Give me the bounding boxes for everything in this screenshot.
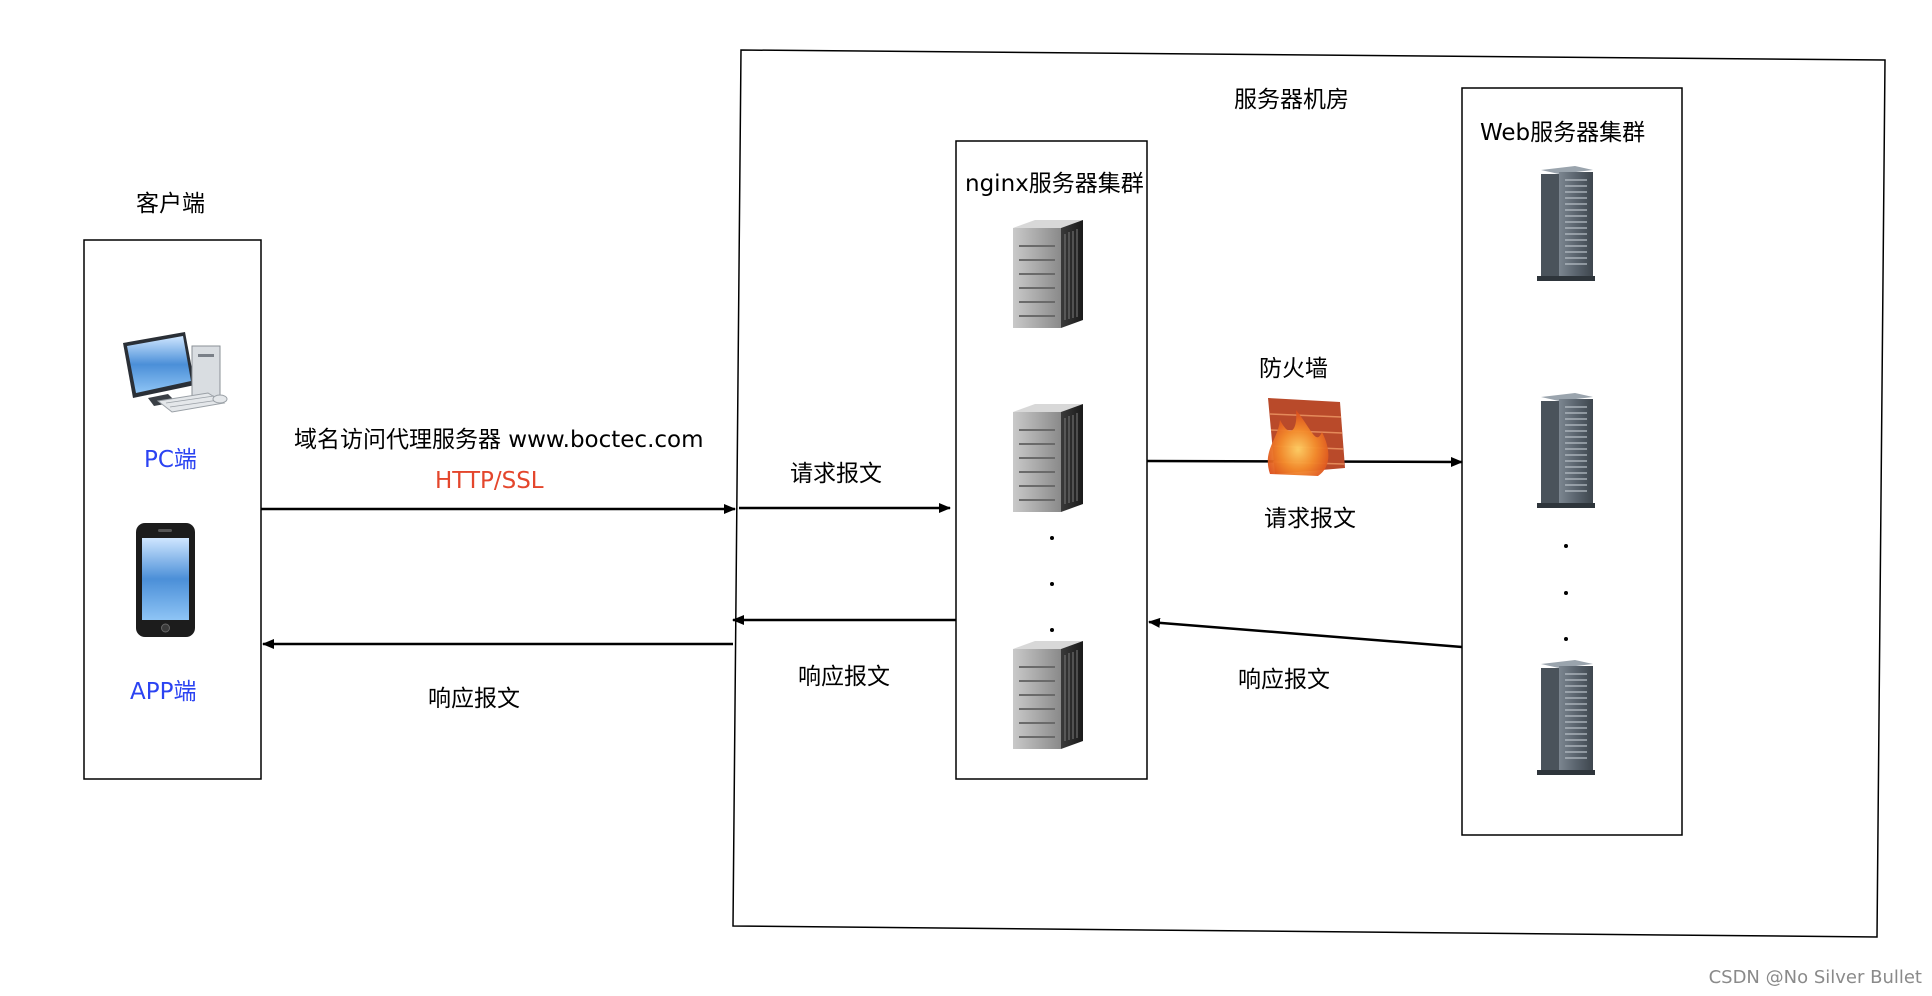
datacenter-title: 服务器机房 xyxy=(1234,87,1349,113)
tower-server-icon xyxy=(1536,392,1596,509)
ellipsis-dots xyxy=(1564,544,1568,641)
smartphone-icon xyxy=(136,523,195,637)
web-response-label: 响应报文 xyxy=(1238,667,1330,693)
tower-server-icon xyxy=(1536,165,1596,282)
rack-server-icon xyxy=(1012,640,1084,750)
protocol-label: HTTP/SSL xyxy=(435,468,544,494)
client-request-label: 域名访问代理服务器 www.boctec.com xyxy=(294,427,704,453)
client-response-label: 响应报文 xyxy=(428,686,520,712)
firewall-request-label: 请求报文 xyxy=(1264,506,1356,532)
web-response-arrow xyxy=(1148,617,1463,649)
web-cluster-title: Web服务器集群 xyxy=(1480,120,1646,146)
rack-server-icon xyxy=(1012,219,1084,329)
tower-server-icon xyxy=(1536,659,1596,776)
dc-response-label: 响应报文 xyxy=(798,664,890,690)
dc-request-label: 请求报文 xyxy=(790,461,882,487)
datacenter-box xyxy=(732,49,1886,938)
nginx-cluster-box xyxy=(955,140,1148,780)
ellipsis-dots xyxy=(1050,536,1054,632)
desktop-computer-icon xyxy=(123,332,228,413)
client-title: 客户端 xyxy=(136,191,205,217)
rack-server-icon xyxy=(1012,403,1084,513)
nginx-cluster-title: nginx服务器集群 xyxy=(965,171,1144,197)
firewall-icon xyxy=(1267,398,1345,476)
firewall-label: 防火墙 xyxy=(1259,356,1328,382)
pc-label: PC端 xyxy=(144,447,197,473)
watermark: CSDN @No Silver Bullet xyxy=(1708,967,1922,988)
app-label: APP端 xyxy=(130,679,197,705)
